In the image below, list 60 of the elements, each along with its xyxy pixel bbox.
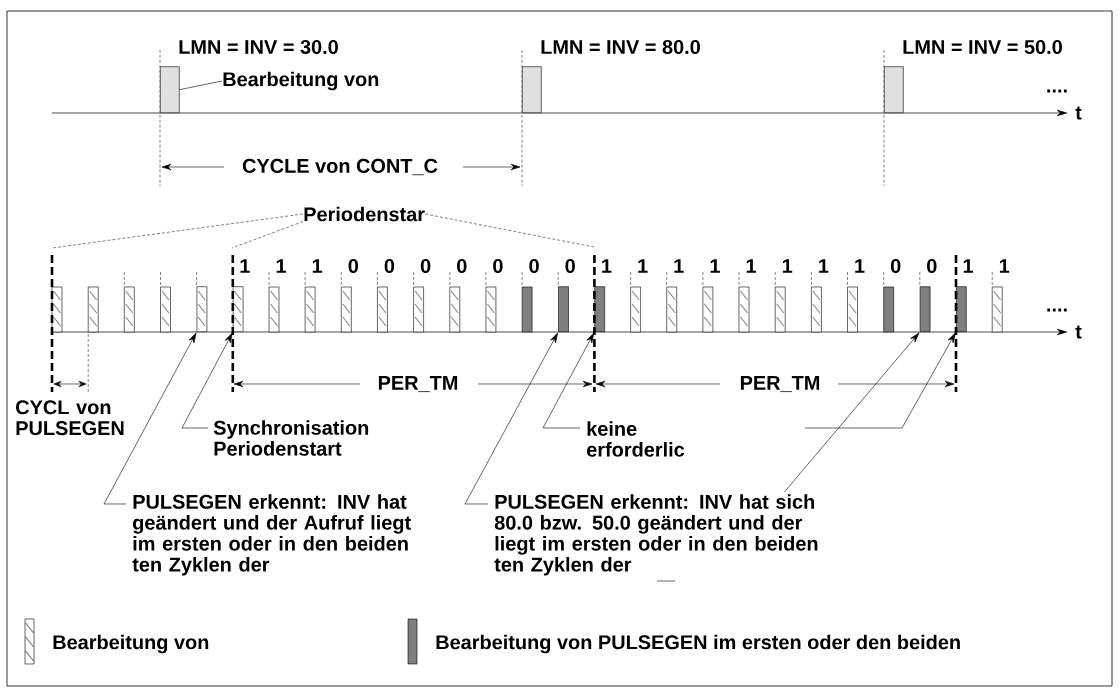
bit-value: 1: [999, 259, 1010, 273]
callout-text: PULSEGEN erkennt: INV hat geändert und der Aufruf liegt im ersten oder in den beiden ten Zyklen der: [132, 494, 411, 576]
bit-value: 0: [890, 258, 901, 274]
bit-value: 1: [674, 259, 684, 273]
dark-pulse-bar: [594, 286, 605, 332]
dark-pulse-bar: [558, 286, 569, 332]
dimension-label: PER_TM: [740, 375, 820, 393]
leader-arrow: [103, 332, 197, 505]
bit-value: 1: [312, 259, 323, 273]
leader-arrow: [181, 332, 233, 429]
leader-arrow: [784, 332, 920, 493]
bit-value: 1: [602, 259, 612, 273]
axis-label: t: [1075, 325, 1082, 339]
bit-value: 1: [638, 259, 648, 273]
leader-line: [424, 213, 595, 248]
hatched-pulse-bar: [232, 286, 244, 332]
bit-value: 1: [782, 259, 793, 273]
callout-text: keine erforderlic: [587, 421, 685, 457]
callout-text: Bearbeitung von: [223, 71, 379, 91]
value-label: LMN = INV = 80.0: [541, 39, 700, 55]
bit-value: 0: [348, 258, 359, 274]
bit-value: 0: [493, 258, 503, 274]
pulse-bar: [884, 66, 904, 113]
bit-value: 0: [927, 258, 937, 274]
leader-arrow: [804, 332, 956, 429]
bit-value: 0: [384, 258, 395, 274]
legend-text: Bearbeitung von PULSEGEN im ersten oder den beiden: [436, 634, 960, 654]
bit-value: 1: [819, 259, 829, 273]
leader-line: [231, 221, 304, 249]
dimension-label: CYCLE von CONT_C: [242, 158, 438, 176]
bit-value: 1: [710, 259, 720, 273]
continuation-dots: ....: [1047, 89, 1067, 93]
pulse-bar: [522, 66, 542, 113]
dimension-label: PER_TM: [378, 375, 458, 393]
hatched-pulse-bar: [196, 286, 208, 332]
callout-text: Synchronisation Periodenstart: [213, 420, 369, 456]
leader-arrow: [542, 332, 595, 429]
bit-value: 1: [963, 259, 973, 273]
leader-line: [179, 80, 223, 90]
continuation-dots: ....: [1047, 308, 1067, 312]
bit-value: 0: [457, 258, 467, 274]
value-label: LMN = INV = 30.0: [179, 39, 338, 55]
dimension-label: CYCL von PULSEGEN: [16, 400, 124, 436]
value-label: LMN = INV = 50.0: [903, 39, 1062, 55]
dark-pulse-bar: [956, 286, 967, 332]
leader-line: [51, 213, 304, 249]
bit-value: 1: [276, 259, 286, 273]
bit-value: 1: [240, 259, 250, 273]
bit-value: 0: [565, 258, 575, 274]
callout-text: Periodenstar: [304, 206, 425, 222]
bit-value: 0: [529, 258, 539, 274]
legend-text: Bearbeitung von: [53, 634, 209, 654]
leader-arrow: [464, 332, 558, 505]
dark-pulse-bar: [919, 286, 931, 332]
axis-label: t: [1075, 106, 1082, 120]
bit-value: 0: [420, 258, 431, 274]
pulse-bar: [160, 66, 180, 113]
bit-value: 1: [746, 259, 756, 273]
callout-text: PULSEGEN erkennt: INV hat sich 80.0 bzw. 50.0 geändert und der liegt im ersten oder in den beiden ten Zyklen der: [494, 494, 818, 576]
bit-value: 1: [855, 259, 865, 273]
